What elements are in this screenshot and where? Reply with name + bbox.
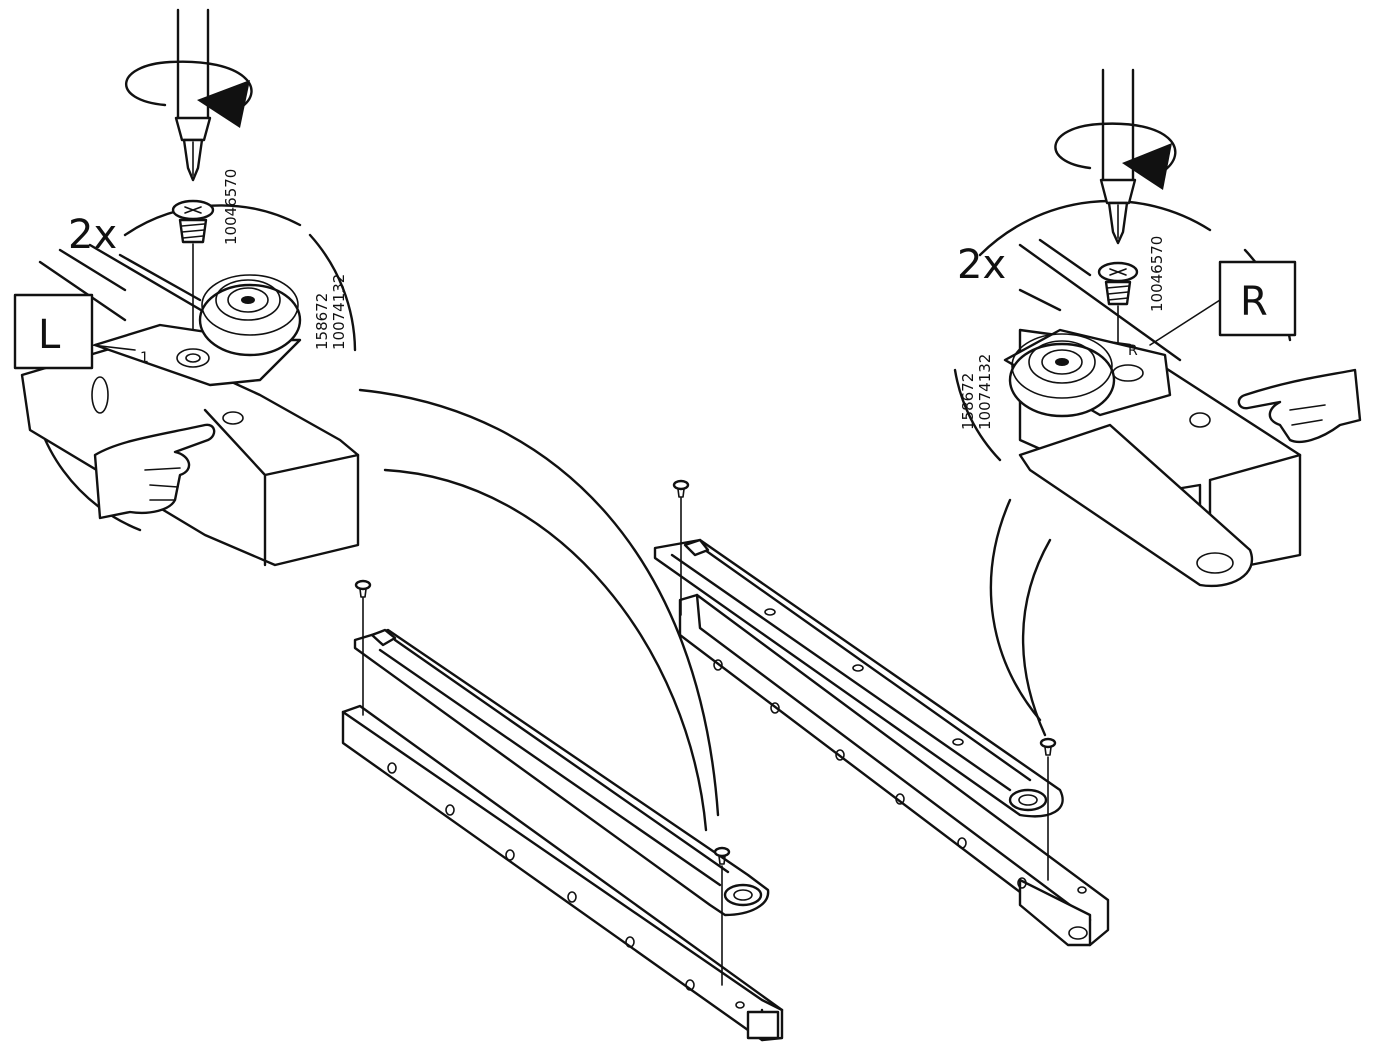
screw-icon: [713, 846, 731, 986]
part-code-1: 158672: [959, 373, 977, 430]
part-code-1: 158672: [313, 293, 331, 350]
screwdriver-icon: [174, 8, 212, 182]
screw-code: 10046570: [1148, 236, 1166, 312]
side-label-text: R: [1240, 279, 1268, 325]
right-rail-assembly: [653, 479, 1110, 947]
screw-code: 10046570: [222, 169, 240, 245]
clockwise-arrow-icon: [1054, 122, 1177, 190]
pointing-hand-icon: [1237, 368, 1362, 444]
screw-icon: [354, 579, 372, 716]
screw-icon: [672, 479, 690, 616]
part-code-2: 10074132: [330, 274, 348, 350]
pointing-hand-icon: [93, 423, 216, 520]
clockwise-arrow-icon: [125, 60, 253, 128]
side-label-L: L: [13, 293, 94, 370]
screwdriver-icon: [1099, 68, 1137, 245]
svg-text:R: R: [1128, 343, 1138, 359]
side-label-R: R: [1218, 260, 1297, 337]
left-rail-assembly: [341, 579, 784, 1042]
quantity-label: 2x: [957, 242, 1006, 288]
left-detail: 1 L 2x 10046570 158672 10074132: [13, 8, 720, 832]
screw-icon: [171, 199, 215, 353]
right-detail: R R 2x 10046570 158672 10074132: [953, 68, 1362, 737]
screw-icon: [1097, 261, 1139, 371]
roller-wheel: [1008, 333, 1116, 418]
part-code-2: 10074132: [976, 354, 994, 430]
side-label-text: L: [38, 312, 61, 358]
svg-text:1: 1: [140, 350, 149, 366]
screw-icon: [1039, 737, 1057, 881]
quantity-label: 2x: [68, 212, 117, 258]
roller-wheel: [198, 274, 302, 357]
